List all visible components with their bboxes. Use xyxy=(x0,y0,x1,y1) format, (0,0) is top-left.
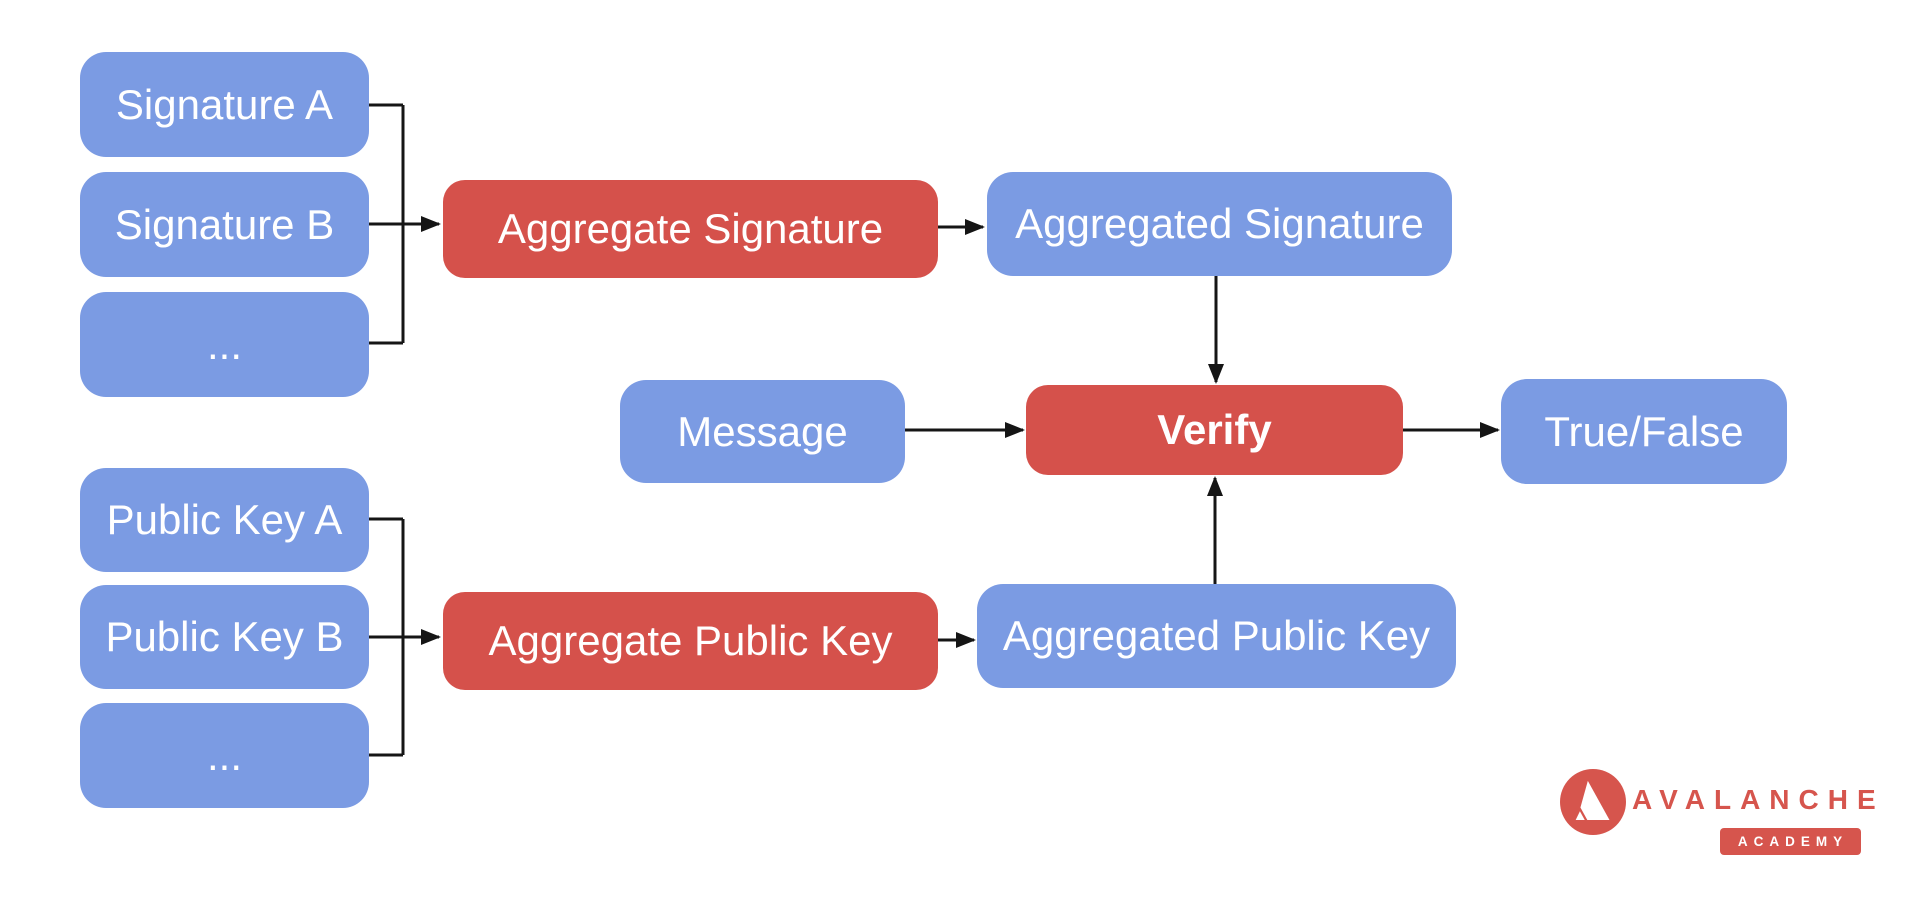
node-true-false: True/False xyxy=(1501,379,1787,484)
node-message: Message xyxy=(620,380,905,483)
node-signature-ellipsis: ... xyxy=(80,292,369,397)
node-aggregate-signature: Aggregate Signature xyxy=(443,180,938,278)
node-public-key-a: Public Key A xyxy=(80,468,369,572)
node-public-key-b: Public Key B xyxy=(80,585,369,689)
node-aggregated-signature: Aggregated Signature xyxy=(987,172,1452,276)
avalanche-logo-icon xyxy=(1560,769,1626,835)
node-aggregated-public-key: Aggregated Public Key xyxy=(977,584,1456,688)
logo-academy-badge: ACADEMY xyxy=(1720,828,1861,855)
node-public-key-ellipsis: ... xyxy=(80,703,369,808)
node-aggregate-public-key: Aggregate Public Key xyxy=(443,592,938,690)
node-verify: Verify xyxy=(1026,385,1403,475)
node-signature-a: Signature A xyxy=(80,52,369,157)
node-signature-b: Signature B xyxy=(80,172,369,277)
logo-brand-text: AVALANCHE xyxy=(1632,784,1885,815)
